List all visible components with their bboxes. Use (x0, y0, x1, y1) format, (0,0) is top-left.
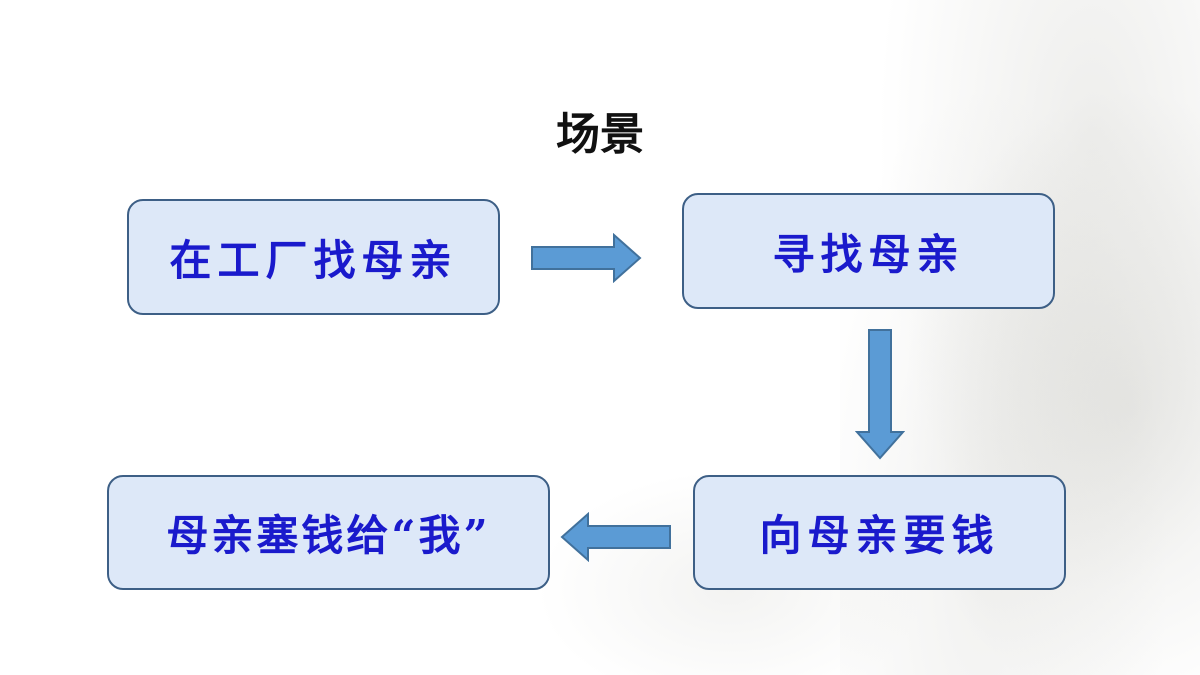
node-give: 母亲塞钱给“我” (107, 475, 550, 590)
node-give-label: 母亲塞钱给“我” (166, 511, 491, 560)
arrow-right-icon (531, 233, 642, 283)
node-start: 在工厂找母亲 (127, 199, 500, 315)
slide-title: 场景 (556, 109, 644, 160)
arrow-down-icon (855, 329, 905, 460)
node-start-label: 在工厂找母亲 (169, 235, 458, 285)
node-search: 寻找母亲 (682, 193, 1055, 309)
node-search-label: 寻找母亲 (772, 229, 965, 279)
node-ask: 向母亲要钱 (693, 475, 1066, 590)
node-ask-label: 向母亲要钱 (759, 511, 1000, 560)
arrow-left-icon (560, 512, 671, 562)
